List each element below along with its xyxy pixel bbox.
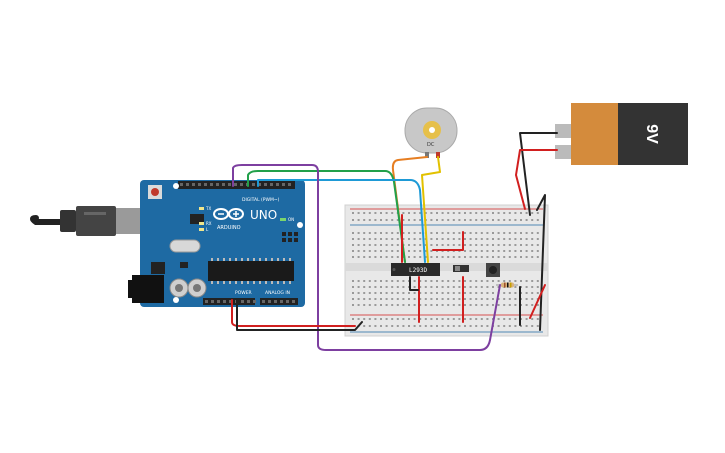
slide-switch[interactable] bbox=[453, 265, 469, 272]
motor-wire-yellow bbox=[421, 156, 441, 263]
rail-wire-black bbox=[536, 194, 546, 331]
motor-label: DC bbox=[427, 142, 435, 148]
led-l-label: L bbox=[206, 227, 209, 232]
l293d-chip[interactable]: L293D bbox=[391, 263, 440, 276]
arduino-wire-blue bbox=[257, 179, 426, 263]
motor-wire-orange bbox=[391, 156, 428, 263]
analog-header[interactable] bbox=[260, 298, 298, 305]
led-tx-label: TX bbox=[205, 206, 211, 211]
led-on-label: ON bbox=[288, 217, 294, 222]
reset-button[interactable] bbox=[151, 188, 159, 196]
rail-wire-red bbox=[529, 284, 546, 319]
usb-cable bbox=[30, 206, 140, 236]
digital-header-label: DIGITAL (PWM~) bbox=[242, 197, 280, 203]
resistor bbox=[496, 282, 518, 288]
push-button[interactable] bbox=[486, 263, 500, 277]
arduino-wire-green bbox=[247, 170, 406, 263]
power-header-label: POWER bbox=[235, 290, 252, 296]
board-brand: ARDUINO bbox=[217, 225, 241, 231]
battery-wire-black bbox=[519, 132, 558, 216]
battery-wire-red bbox=[515, 149, 558, 210]
board-model: UNO bbox=[250, 208, 277, 222]
breadboard[interactable] bbox=[344, 204, 549, 337]
power-wire-black bbox=[236, 299, 363, 331]
arduino-logo bbox=[213, 208, 244, 220]
battery-label: 9V bbox=[643, 124, 660, 144]
jumper-red-2 bbox=[432, 231, 464, 251]
arduino-board[interactable]: UNO ARDUINO DIGITAL (PWM~) POWER ANALOG … bbox=[128, 180, 305, 307]
analog-header-label: ANALOG IN bbox=[265, 290, 290, 296]
jumper-black-1 bbox=[409, 276, 419, 291]
battery-9v[interactable]: 9V bbox=[555, 103, 688, 165]
chip-label: L293D bbox=[409, 267, 427, 274]
dc-motor[interactable]: DC bbox=[404, 107, 458, 158]
atmega-chip bbox=[208, 261, 294, 281]
led-rx-label: RX bbox=[206, 221, 212, 226]
arduino-wire-purple bbox=[232, 164, 501, 351]
wires bbox=[231, 132, 558, 351]
power-wire-red bbox=[231, 299, 356, 327]
